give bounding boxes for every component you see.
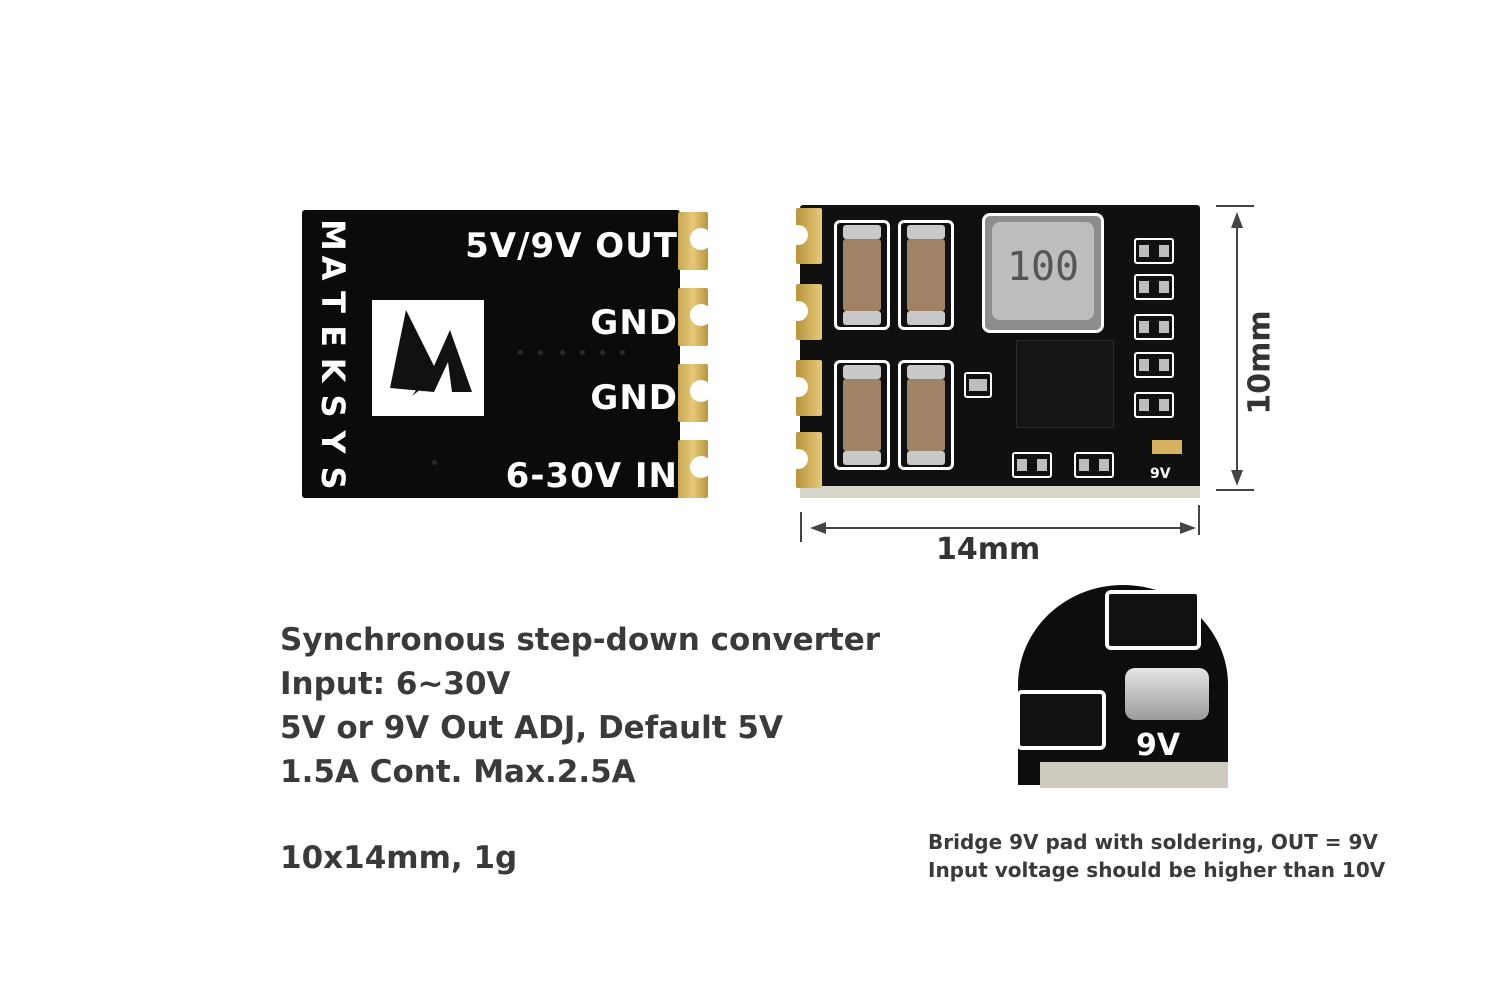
via [538,350,543,355]
brand-letter: S [314,394,352,418]
dim-tick-left [800,512,802,542]
brand-letter: Y [314,430,352,454]
capacitor [898,220,954,330]
smd-resistor [1134,274,1174,300]
via [580,350,585,355]
smd-resistor [1074,452,1114,478]
brand-letter: S [314,466,352,490]
width-dimension-label: 14mm [936,532,1041,567]
castellated-pad [788,208,822,264]
label-gnd-1: GND [590,303,678,343]
capacitor [898,360,954,470]
matek-logo [372,300,484,416]
regulator-ic [1016,340,1114,428]
inductor-marking: 100 [1006,244,1080,290]
via [518,350,523,355]
capacitor [834,360,890,470]
pcb-back-side [302,210,680,498]
smd-resistor [1012,452,1052,478]
closeup-pcb-edge [1040,762,1228,788]
via [560,350,565,355]
label-5v-9v-out: 5V/9V OUT [465,226,678,266]
castellated-pad [788,284,822,340]
spec-size-weight: 10x14mm, 1g [280,840,518,876]
spec-current: 1.5A Cont. Max.2.5A [280,754,636,790]
smd-resistor [1134,238,1174,264]
castellated-pad [788,432,822,488]
capacitor [834,220,890,330]
dim-arrows-horizontal [810,522,1196,534]
smd-resistor [1134,314,1174,340]
9v-pad-label: 9V [1150,466,1171,482]
spec-converter-type: Synchronous step-down converter [280,622,881,658]
solder-bridge [1125,668,1209,720]
closeup-component [1016,690,1106,750]
smd-resistor [964,372,992,398]
inductor-top [992,222,1094,320]
note-input-voltage: Input voltage should be higher than 10V [928,858,1386,882]
castellated-pad [678,440,712,498]
dim-tick-right [1198,505,1200,535]
spec-output-voltage: 5V or 9V Out ADJ, Default 5V [280,710,783,746]
9v-jumper-pad [1152,440,1182,454]
label-gnd-2: GND [590,378,678,418]
height-dimension-label: 10mm [1242,310,1278,415]
dim-tick-bottom [1216,489,1254,491]
via [620,350,625,355]
brand-letter: M [314,219,352,251]
dim-tick-top [1216,205,1254,207]
mountain-logo-icon [390,310,472,396]
castellated-pad [788,360,822,416]
closeup-component [1105,590,1201,650]
brand-letter: E [314,325,352,347]
brand-letter: A [314,255,352,281]
via [600,350,605,355]
spec-input-voltage: Input: 6~30V [280,666,511,702]
smd-resistor [1134,352,1174,378]
dim-line-vertical [1236,214,1238,482]
brand-letter: K [314,357,352,383]
via [432,460,437,465]
castellated-pad [678,212,712,270]
dim-arrows-vertical [1231,212,1243,486]
closeup-9v-label: 9V [1136,728,1181,763]
label-6-30v-in: 6-30V IN [505,456,678,496]
note-bridge-pad: Bridge 9V pad with soldering, OUT = 9V [928,830,1378,854]
smd-resistor [1134,392,1174,418]
brand-letter: T [314,291,352,313]
castellated-pad [678,364,712,422]
dim-line-horizontal [812,527,1194,529]
castellated-pad [678,288,712,346]
pcb-edge [800,486,1200,498]
